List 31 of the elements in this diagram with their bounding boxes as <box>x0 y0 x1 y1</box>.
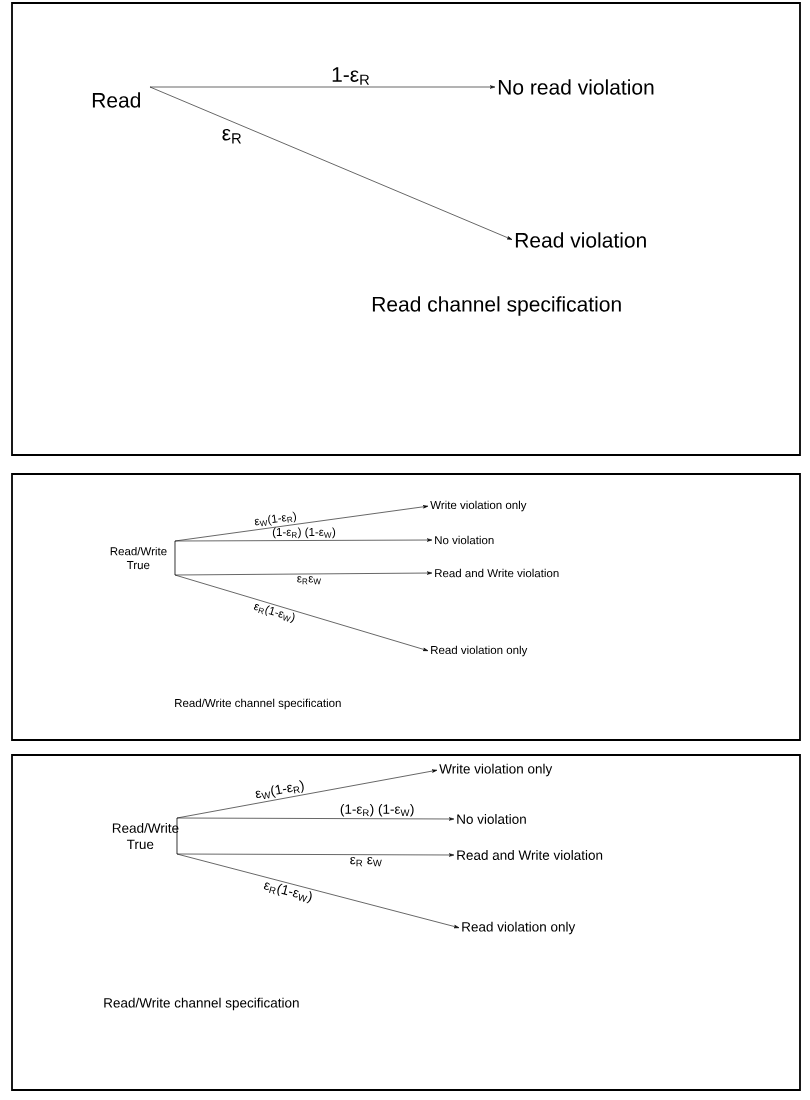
edge-label: 1-ε$_{R}$ <box>332 67 370 85</box>
edge-label: ε$_{R}$(1-ε$_{W}$) <box>253 604 295 624</box>
edge-label: ε$_{R}$ε$_{W}$ <box>297 576 321 585</box>
arrow <box>149 85 496 89</box>
arrow <box>176 817 455 821</box>
edge-label: ε$_{R}$ ε$_{W}$ <box>350 856 382 867</box>
edge-label: (1-ε$_{R}$) (1-ε$_{W}$) <box>340 803 414 817</box>
arrow <box>176 853 460 929</box>
node-text: No violation <box>457 814 526 824</box>
node-text: Write violation only <box>430 500 527 512</box>
node-text: Read/Write True <box>110 546 167 570</box>
node-text: Read and Write violation <box>435 568 559 578</box>
edge-label: ε$_{R}$ <box>222 129 241 144</box>
arrow <box>149 86 513 240</box>
node-text: Read <box>92 92 141 108</box>
node-text: No violation <box>435 535 494 545</box>
node-text: Read/Write True <box>112 822 179 850</box>
edge-label: (1-ε$_{R}$) (1-ε$_{W}$) <box>272 527 336 539</box>
node-text: Write violation only <box>439 763 553 777</box>
node-text: Read violation only <box>431 645 528 657</box>
edge-label: ε$_{W}$(1-ε$_{R}$) <box>254 511 296 527</box>
arrow <box>174 571 433 576</box>
node-text: No read violation <box>498 79 654 95</box>
edge-label: ε$_{R}$(1-ε$_{W}$) <box>263 882 312 904</box>
node-text: Read and Write violation <box>457 850 603 860</box>
edge-label: ε$_{W}$(1-ε$_{R}$) <box>255 780 304 800</box>
arrow <box>174 538 433 542</box>
arrow <box>174 574 429 651</box>
node-text: Read violation only <box>462 921 576 935</box>
arrow <box>176 853 455 857</box>
node-text: Read violation <box>515 232 646 248</box>
